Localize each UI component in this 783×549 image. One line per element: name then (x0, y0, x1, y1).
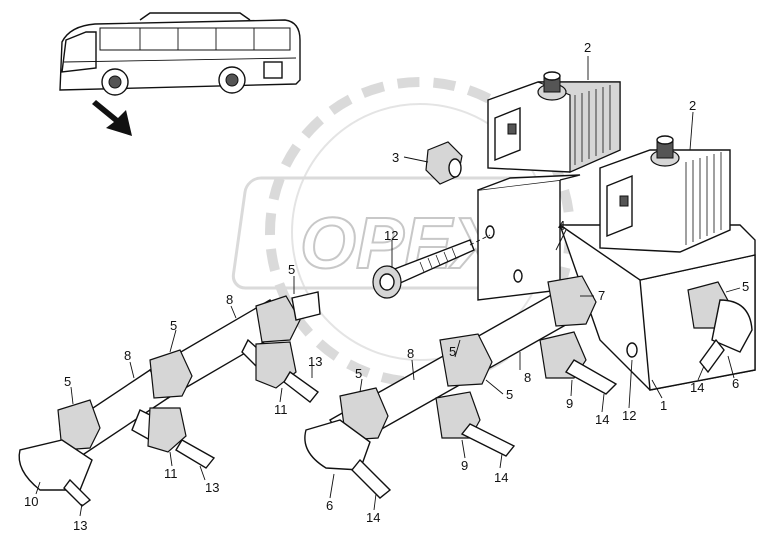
callout-2-lower: 2 (689, 98, 696, 113)
callout-5-d: 5 (355, 366, 362, 381)
callout-14-d: 14 (690, 380, 704, 395)
manifold-right (304, 275, 618, 499)
callout-12-b: 12 (622, 408, 636, 423)
callout-9-a: 9 (566, 396, 573, 411)
callout-1: 1 (660, 398, 667, 413)
callout-8-c: 8 (407, 346, 414, 361)
callout-7: 7 (598, 288, 605, 303)
callout-6-lower: 6 (326, 498, 333, 513)
elbow-fitting-right (687, 281, 753, 374)
callout-5-e: 5 (449, 344, 456, 359)
callout-9-b: 9 (461, 458, 468, 473)
solenoid-coil-upper (487, 71, 621, 173)
callout-5-g: 5 (742, 279, 749, 294)
callout-6-right: 6 (732, 376, 739, 391)
callout-11-b: 11 (164, 466, 178, 481)
bolt (372, 234, 491, 299)
leader-lines (35, 56, 741, 517)
callout-3: 3 (392, 150, 399, 165)
callout-8-d: 8 (524, 370, 531, 385)
solenoid-coil-lower (599, 135, 731, 253)
callout-13-b: 13 (205, 480, 219, 495)
callout-8-b: 8 (124, 348, 131, 363)
callout-labels: 2 2 3 4 5 5 5 5 5 5 5 6 6 7 8 8 8 8 9 9 … (24, 40, 749, 533)
callout-8-a: 8 (226, 292, 233, 307)
callout-11-a: 11 (274, 402, 288, 417)
callout-5-b: 5 (170, 318, 177, 333)
bus-thumbnail (59, 12, 301, 136)
callout-12-a: 12 (384, 228, 398, 243)
valve-block (477, 174, 756, 391)
callout-14-c: 14 (366, 510, 380, 525)
callout-14-a: 14 (595, 412, 609, 427)
callout-5-c: 5 (64, 374, 71, 389)
callout-14-b: 14 (494, 470, 508, 485)
callout-10: 10 (24, 494, 38, 509)
callout-13-c: 13 (73, 518, 87, 533)
callout-5-f: 5 (506, 387, 513, 402)
callout-4: 4 (558, 218, 565, 233)
callout-2-upper: 2 (584, 40, 591, 55)
plug-nut (425, 141, 463, 185)
callout-13-a: 13 (308, 354, 322, 369)
manifold-left (18, 291, 321, 507)
callout-5-a: 5 (288, 262, 295, 277)
